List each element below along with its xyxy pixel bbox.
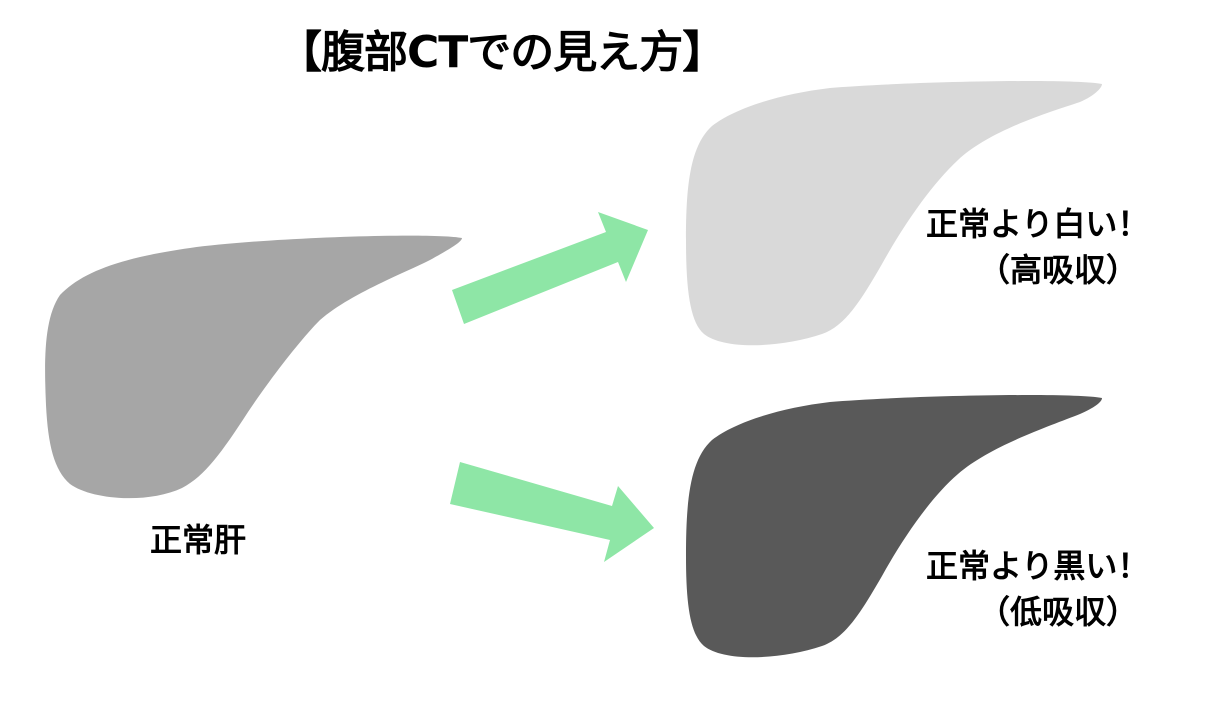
low-absorption-label: （低吸収） [978,593,1139,631]
high-absorption-label: （高吸収） [978,251,1139,289]
arrow-to-bright [452,212,648,324]
dark-liver-shape [686,395,1102,658]
normal-liver-shape [45,235,462,499]
bright-liver-shape [686,81,1102,346]
bright-liver-label: 正常より白い！ [926,205,1150,243]
normal-liver-label: 正常肝 [150,521,247,559]
dark-liver-label: 正常より黒い！ [926,547,1150,585]
arrow-to-dark [450,462,654,562]
diagram-title: 【腹部CTでの見え方】 [278,27,726,78]
